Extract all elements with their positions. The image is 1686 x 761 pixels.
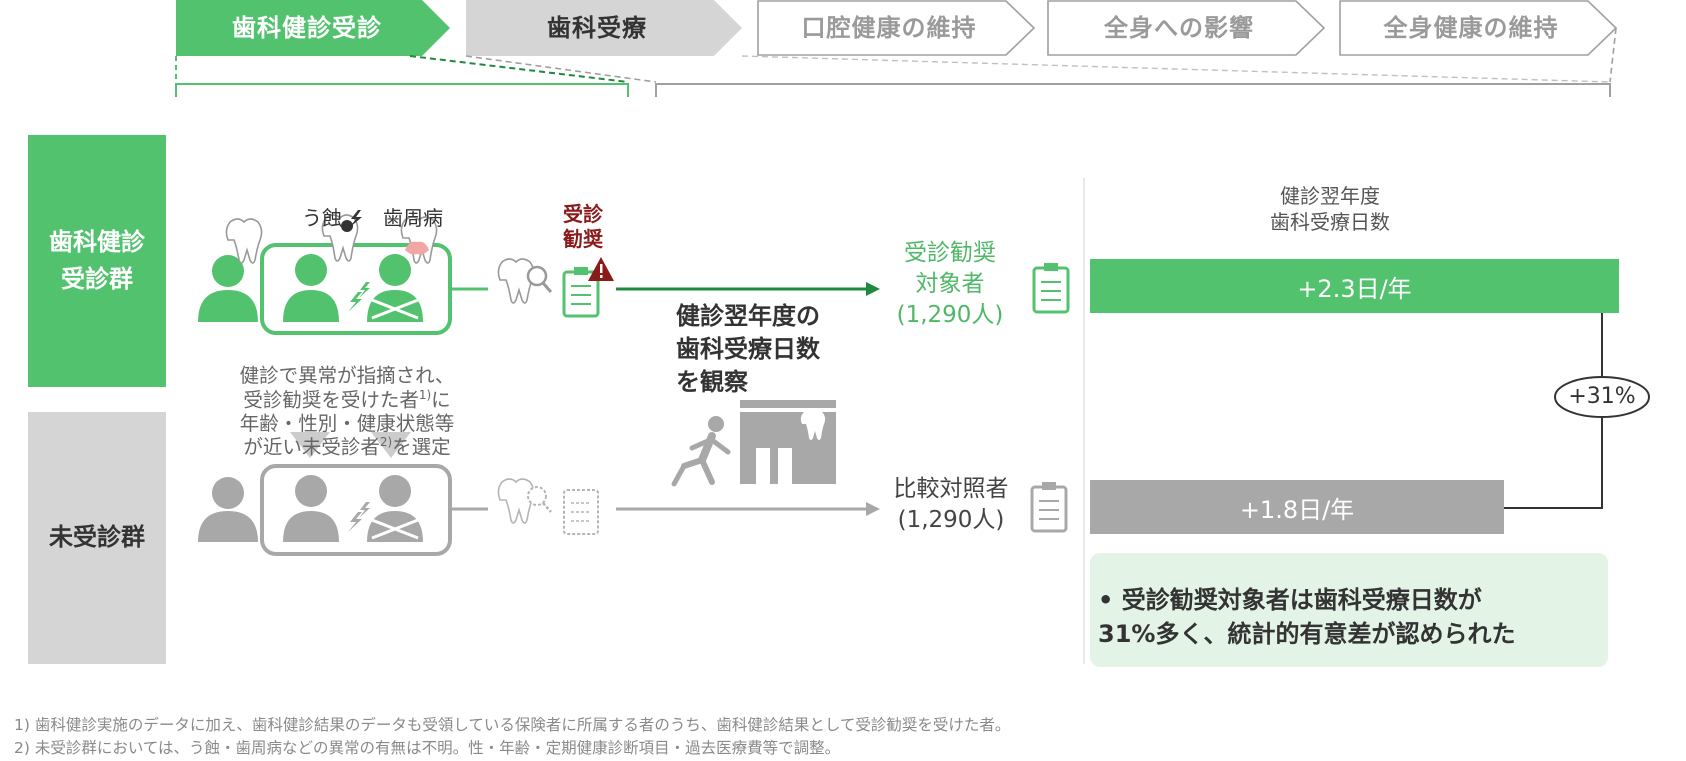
tooth-icon [225, 218, 263, 264]
warning-icon [588, 257, 614, 281]
person-icon [367, 254, 423, 322]
step-arrow-1 [176, 0, 450, 56]
conclusion-text: • 受診勧奨対象者は歯科受療日数が 31%多く、統計的有意差が認められた [1098, 586, 1516, 649]
chart-title: 健診翌年度 歯科受療日数 [1270, 184, 1390, 234]
diff-label: +31% [1568, 384, 1636, 409]
clipboard-icon [563, 489, 599, 535]
magnifier-icon [497, 258, 553, 304]
step-arrow-3 [757, 0, 1036, 56]
arrow-down-icon [290, 432, 330, 458]
step-label-5: 全身健康の維持 [1383, 14, 1559, 42]
person-icon [367, 475, 423, 542]
person-icon [198, 477, 258, 542]
tooth-icon [321, 214, 359, 262]
arrow-right-icon [616, 282, 880, 296]
step-arrow-5 [1339, 0, 1618, 56]
target-group-label: 受診勧奨 対象者 (1,290人) [896, 240, 1004, 329]
dental-clinic-icon [740, 400, 836, 484]
label-periodontal: 歯周病 [383, 206, 443, 230]
arrow-right-icon [616, 502, 880, 516]
person-icon [283, 254, 339, 322]
lightning-icon [348, 282, 370, 312]
bar-control: +1.8日/年 [1090, 480, 1504, 534]
arrow-down-icon [371, 432, 411, 458]
magnifier-icon [497, 478, 552, 524]
step-label-4: 全身への影響 [1104, 14, 1254, 42]
person-icon [198, 255, 258, 322]
observe-text: 健診翌年度の 歯科受療日数 を観察 [676, 302, 820, 397]
person-icon [283, 475, 339, 542]
tooth-icon [400, 216, 438, 264]
group-label-nonexam: 未受診群 [28, 412, 166, 664]
lightning-icon [349, 210, 362, 228]
label-caries: う蝕 [302, 206, 342, 230]
step-label-1: 歯科健診受診 [232, 14, 382, 42]
clipboard-icon [1032, 263, 1070, 314]
selection-note: 健診で異常が指摘され、 受診勧奨を受けた者1)に 年齢・性別・健康状態等 が近い… [239, 364, 455, 459]
group-label-exam: 歯科健診 受診群 [28, 135, 166, 387]
step-label-3: 口腔健康の維持 [801, 14, 977, 42]
running-person-icon [671, 416, 731, 487]
lightning-icon [348, 502, 370, 532]
conclusion-box: • 受診勧奨対象者は歯科受療日数が 31%多く、統計的有意差が認められた [1090, 553, 1608, 667]
label-recommend: 受診 勧奨 [563, 202, 603, 251]
clipboard-icon [562, 267, 600, 318]
step-label-2: 歯科受療 [547, 14, 647, 42]
step-arrow-2 [466, 0, 742, 56]
bracket-green [175, 83, 629, 97]
bar-target: +2.3日/年 [1090, 259, 1619, 313]
step-arrow-4 [1047, 0, 1326, 56]
footnote-2: 2) 未受診群においては、う蝕・歯周病などの異常の有無は不明。性・年齢・定期健康… [14, 739, 841, 757]
control-group-label: 比較対照者 (1,290人) [893, 476, 1009, 534]
process-flow [175, 0, 1618, 97]
diff-ellipse [1554, 376, 1650, 418]
footnote-1: 1) 歯科健診実施のデータに加え、歯科健診結果のデータも受領している保険者に所属… [14, 716, 1011, 734]
bracket-gray [655, 83, 1611, 97]
clipboard-icon [1030, 482, 1068, 533]
